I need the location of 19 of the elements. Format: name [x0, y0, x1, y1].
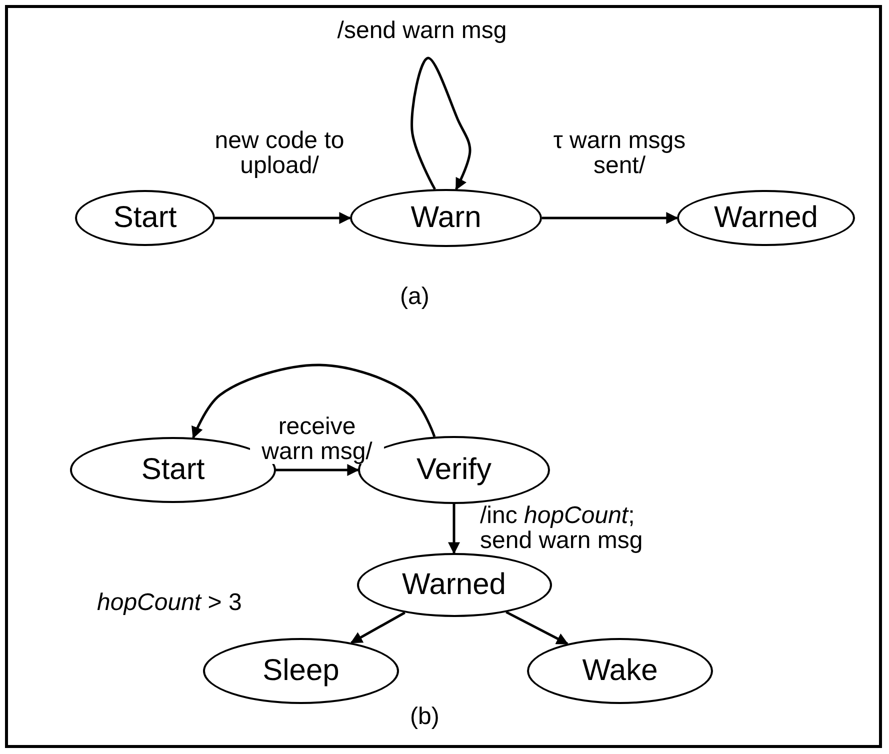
- transition-arrow: [192, 364, 436, 439]
- state-name: Start: [113, 203, 177, 233]
- edge-label: receive warn msg/: [250, 414, 384, 464]
- state-name: Start: [141, 455, 205, 485]
- transition-arrow: [506, 610, 568, 645]
- state-name: Sleep: [262, 656, 340, 686]
- transition-arrow: [542, 212, 678, 224]
- state-name: Verify: [416, 455, 492, 485]
- state-name: Wake: [582, 656, 658, 686]
- transition-arrow: [448, 504, 460, 554]
- transition-arrow: [410, 56, 472, 190]
- state-name: Warn: [410, 203, 482, 233]
- state-name: Warned: [714, 203, 818, 233]
- panel-label: (a): [400, 285, 430, 309]
- panel-label: (b): [410, 705, 440, 729]
- transition-arrow: [350, 612, 406, 644]
- state-name: Warned: [402, 570, 506, 600]
- transition-arrow: [276, 464, 360, 476]
- transition-arrow: [215, 212, 352, 224]
